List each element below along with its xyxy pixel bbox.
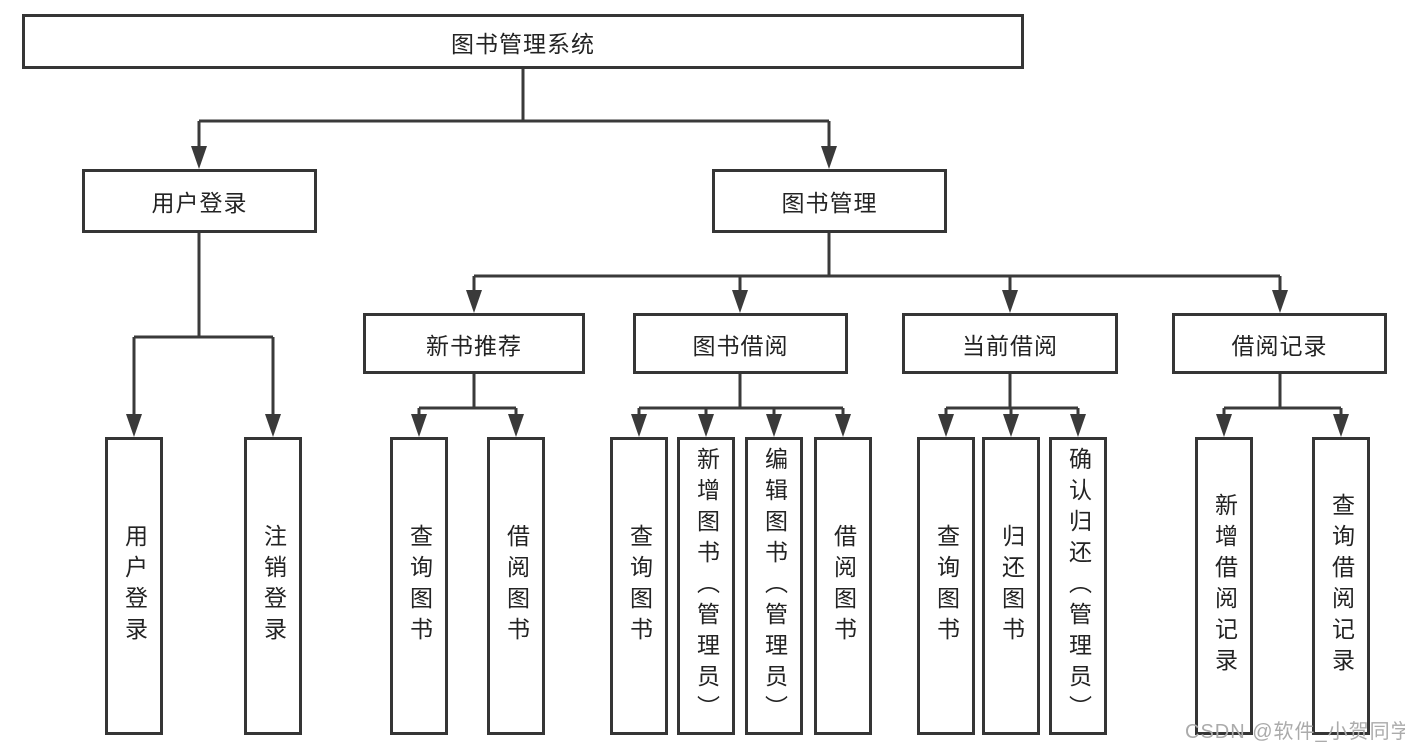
leaf-borrow-books-2: 借阅图书 [814, 437, 872, 735]
node-label: 新增图书（管理员） [693, 446, 720, 726]
node-user-login: 用户登录 [82, 169, 317, 233]
leaf-query-books-borrow: 查询图书 [610, 437, 668, 735]
leaf-add-borrow-record: 新增借阅记录 [1195, 437, 1253, 735]
leaf-query-borrow-record: 查询借阅记录 [1312, 437, 1370, 735]
node-label: 新书推荐 [426, 332, 522, 359]
node-label: 用户登录 [121, 524, 148, 648]
node-current-borrow: 当前借阅 [902, 313, 1118, 374]
node-book-management: 图书管理 [712, 169, 947, 233]
leaf-edit-book-admin: 编辑图书（管理员） [745, 437, 803, 735]
node-label: 图书管理系统 [451, 30, 595, 57]
node-label: 确认归还（管理员） [1065, 446, 1092, 726]
node-label: 查询图书 [933, 524, 960, 648]
node-label: 当前借阅 [962, 332, 1058, 359]
node-borrow-records: 借阅记录 [1172, 313, 1387, 374]
node-label: 借阅图书 [503, 524, 530, 648]
leaf-query-books-current: 查询图书 [917, 437, 975, 735]
node-label: 查询借阅记录 [1328, 493, 1355, 679]
node-label: 图书借阅 [692, 332, 789, 359]
leaf-logout-login: 注销登录 [244, 437, 302, 735]
node-label: 查询图书 [406, 524, 433, 648]
leaf-add-book-admin: 新增图书（管理员） [677, 437, 735, 735]
leaf-return-books: 归还图书 [982, 437, 1040, 735]
node-label: 编辑图书（管理员） [761, 446, 788, 726]
node-label: 注销登录 [260, 524, 287, 648]
node-label: 归还图书 [998, 524, 1025, 648]
node-label: 查询图书 [626, 524, 653, 648]
node-label: 借阅记录 [1231, 332, 1328, 359]
node-book-borrow: 图书借阅 [633, 313, 848, 374]
csdn-watermark: CSDN @软件_小贺同学 [1185, 721, 1405, 743]
node-new-book-recommend: 新书推荐 [363, 313, 585, 374]
leaf-user-login: 用户登录 [105, 437, 163, 735]
node-root: 图书管理系统 [22, 14, 1024, 69]
leaf-confirm-return-admin: 确认归还（管理员） [1049, 437, 1107, 735]
node-label: 用户登录 [151, 190, 248, 216]
node-label: 借阅图书 [830, 524, 857, 648]
node-label: 图书管理 [781, 190, 878, 216]
node-label: 新增借阅记录 [1211, 493, 1238, 679]
leaf-query-books-recommend: 查询图书 [390, 437, 448, 735]
leaf-borrow-books-recommend: 借阅图书 [487, 437, 545, 735]
